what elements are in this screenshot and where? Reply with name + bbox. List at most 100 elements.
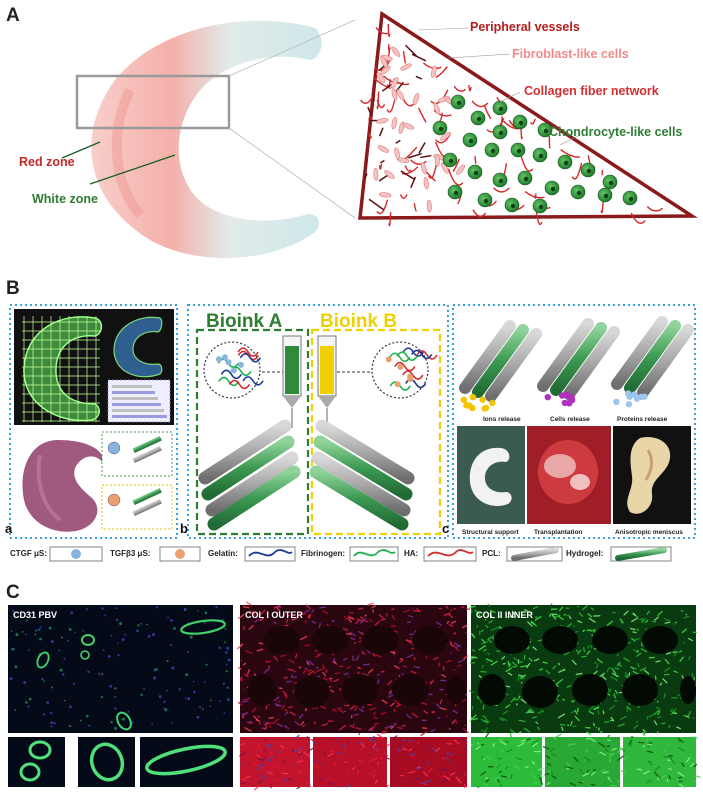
fiber-stroke [534, 615, 542, 621]
fiber-stroke [577, 605, 580, 608]
fiber-stroke [358, 607, 364, 610]
polymer-strand [220, 369, 243, 380]
fiber-stroke [487, 638, 493, 644]
fiber-stroke [582, 772, 590, 777]
fiber-stroke [336, 707, 344, 714]
fiber-stroke [360, 632, 364, 636]
col2-main-image [471, 605, 696, 733]
nucleus-speck [110, 720, 113, 724]
scaffold-pore [342, 674, 378, 706]
fiber-stroke [343, 672, 349, 676]
vessel-segment [378, 127, 384, 137]
fiber-stroke [256, 648, 264, 652]
scaffold-grid-c [23, 316, 103, 422]
cell-nucleus [550, 186, 556, 192]
fiber-stroke [343, 615, 346, 618]
panel-c: C CD31 PBV COL I OUTER COL II INNER [6, 582, 701, 791]
collagen-fiber [646, 205, 663, 212]
collagen-fiber [483, 104, 492, 120]
fiber-stroke [242, 606, 250, 609]
fiber-stroke [322, 671, 327, 677]
fiber-stroke [378, 613, 384, 620]
fiber-stroke [673, 650, 679, 657]
vessel-segment [404, 44, 417, 57]
fiber-stroke [294, 734, 300, 740]
fiber-stroke [386, 743, 391, 747]
fiber-stroke [430, 728, 436, 733]
release-particle [479, 396, 486, 403]
nucleus-speck [115, 607, 118, 610]
nucleus-speck [50, 640, 54, 643]
fiber-stroke [463, 655, 469, 660]
fiber-stroke [309, 738, 314, 741]
nucleus-speck [23, 613, 26, 616]
nucleus-speck [225, 651, 228, 654]
nucleus-speck [10, 630, 13, 632]
fiber-stroke [388, 691, 393, 696]
fiber-stroke [373, 722, 379, 725]
fiber-stroke [296, 786, 301, 790]
fiber-stroke [595, 726, 598, 729]
fiber-stroke [517, 742, 525, 748]
nucleus-speck [173, 627, 176, 630]
fiber-stroke [437, 662, 441, 667]
fiber-stroke [558, 606, 564, 612]
nucleus-speck [104, 614, 106, 617]
fiber-stroke [546, 781, 551, 786]
fiber-stroke [468, 605, 476, 609]
fiber-stroke [480, 629, 484, 633]
nucleus-speck [166, 689, 168, 692]
fiber-stroke [253, 715, 259, 721]
nucleus-speck [72, 682, 76, 685]
fiber-stroke [628, 742, 633, 748]
fiber-stroke [346, 665, 352, 670]
nucleus-speck [127, 710, 130, 713]
nucleus-speck [85, 608, 88, 611]
fiber-stroke [262, 748, 269, 754]
fiber-stroke [566, 622, 573, 628]
fiber-stroke [499, 740, 507, 746]
fiber-stroke [505, 704, 511, 709]
fiber-stroke [641, 620, 644, 623]
fibroblast-cell [412, 93, 420, 106]
fiber-stroke [390, 702, 395, 707]
fiber-stroke [274, 703, 281, 707]
release-particle [568, 393, 575, 401]
fiber-stroke [440, 775, 443, 778]
fiber-stroke [311, 620, 317, 624]
nucleus-speck [151, 722, 154, 725]
fiber-stroke [439, 699, 443, 705]
fiber-stroke [514, 764, 522, 770]
cell-nucleus [538, 153, 544, 159]
collagen-fiber [368, 132, 373, 139]
proteins-release-illustration [611, 316, 694, 408]
fiber-stroke [372, 774, 376, 780]
fiber-stroke [368, 758, 375, 764]
fiber-stroke [401, 747, 408, 751]
fiber-stroke [611, 747, 617, 751]
collagen-fiber [600, 199, 604, 214]
fiber-stroke [560, 726, 564, 731]
fibroblast-cell [391, 88, 398, 101]
fiber-stroke [283, 724, 290, 730]
fiber-stroke [455, 644, 461, 649]
fiber-stroke [264, 721, 269, 726]
nucleus-speck [209, 705, 212, 708]
fiber-stroke [526, 708, 531, 713]
scaffold-pore [412, 626, 448, 654]
fiber-stroke [283, 624, 289, 627]
fiber-stroke [405, 639, 413, 643]
fiber-stroke [599, 730, 603, 734]
nucleus-speck [41, 677, 44, 681]
nucleus-speck [124, 633, 127, 636]
fiber-stroke [618, 747, 624, 750]
fiber-stroke [294, 653, 298, 659]
fiber-stroke [653, 720, 658, 726]
fiber-stroke [453, 607, 456, 610]
fiber-stroke [350, 637, 356, 641]
fiber-stroke [321, 722, 329, 727]
bioink-a-box [195, 328, 310, 536]
fiber-stroke [304, 644, 310, 647]
fiber-stroke [289, 711, 296, 716]
fibroblast-cell [396, 89, 405, 101]
